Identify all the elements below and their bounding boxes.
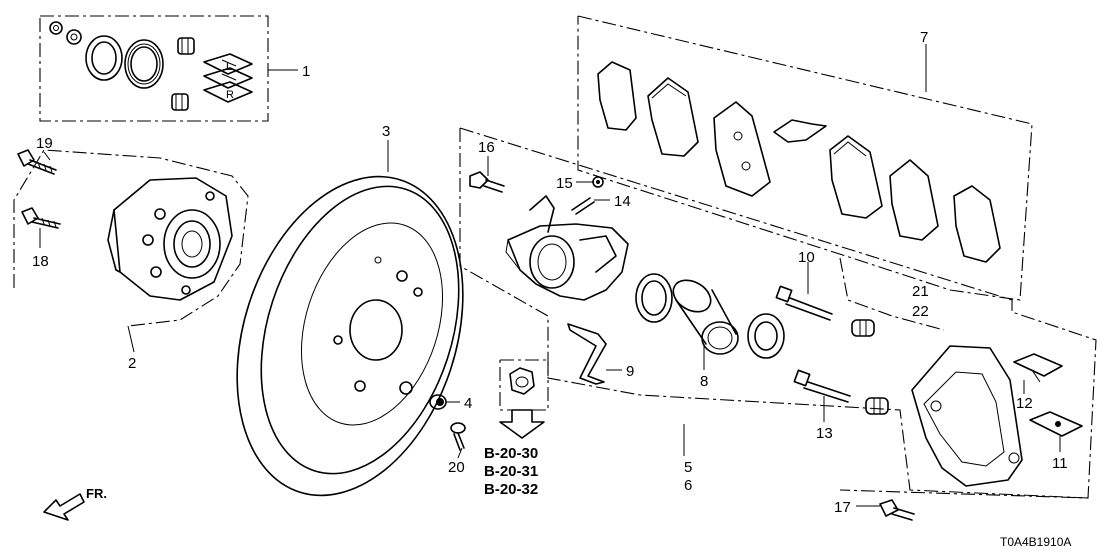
part-1-seal-kit [49, 21, 253, 111]
part-17-bolt [879, 499, 915, 521]
front-direction-arrow [43, 493, 85, 521]
callout-14: 14 [614, 193, 631, 210]
part-14-bleeder [571, 197, 595, 215]
callout-4: 4 [464, 395, 472, 412]
callout-15: 15 [556, 175, 573, 192]
part-2-hub [107, 177, 233, 301]
frame-caliper-lower [459, 128, 1089, 499]
frame-seal-kit [39, 15, 269, 122]
callout-21: 21 [912, 283, 929, 300]
frame-nut-ref [499, 359, 549, 411]
callout-5: 5 [684, 459, 692, 476]
callout-8: 8 [700, 373, 708, 390]
part-20-screw [450, 422, 466, 451]
callout-18: 18 [32, 253, 49, 270]
part-7-brake-pads [597, 61, 1001, 263]
callout-6: 6 [684, 477, 692, 494]
pad-mark-left: L [226, 61, 232, 73]
part-11-pad-clip [1029, 411, 1083, 437]
part-3-brake-disc [236, 175, 464, 497]
group-frames [13, 15, 1097, 499]
part-13-guide-pin [793, 369, 851, 403]
ref-b-20-30: B-20-30 [484, 445, 538, 462]
part-15-cap [592, 176, 604, 188]
callout-10: 10 [798, 249, 815, 266]
part-9-pad-spring [567, 323, 607, 385]
frame-hub [13, 149, 249, 327]
part-caliper-bracket [911, 345, 1023, 487]
callout-22: 22 [912, 303, 929, 320]
part-12-pad-clip [1013, 353, 1063, 383]
leader-lines [39, 44, 1061, 507]
callout-20: 20 [448, 459, 465, 476]
part-piston-seal [635, 273, 673, 323]
part-10-guide-pin [775, 285, 833, 321]
reference-labels: B-20-30 B-20-31 B-20-32 [484, 445, 538, 498]
part-dust-boot [747, 313, 785, 359]
front-direction-label: FR. [86, 486, 107, 501]
part-flange-nut-ref [509, 367, 535, 395]
part-5-6-caliper-body [505, 195, 629, 301]
frame-pads [577, 15, 1033, 301]
part-4-nut [429, 394, 447, 410]
callout-12: 12 [1016, 395, 1033, 412]
pad-markings: L R [226, 61, 234, 101]
callout-9: 9 [626, 363, 634, 380]
part-19-hub-bolt [17, 149, 57, 175]
part-guide-boot-lower [865, 397, 889, 415]
callout-3: 3 [382, 123, 390, 140]
diagram-code: T0A4B1910A [1000, 535, 1071, 549]
callout-17: 17 [834, 499, 851, 516]
callout-16: 16 [478, 139, 495, 156]
callout-19: 19 [36, 135, 53, 152]
callout-11: 11 [1052, 455, 1068, 472]
callout-labels: 1 2 3 4 5 6 7 8 9 10 11 12 13 14 15 16 1… [32, 29, 1068, 516]
callout-1: 1 [302, 63, 310, 80]
part-18-hub-bolt [21, 207, 61, 229]
frame-caliper-upper [459, 127, 1097, 499]
pad-mark-right: R [226, 89, 234, 101]
callout-7: 7 [920, 29, 928, 46]
part-8-piston [672, 279, 739, 355]
ref-b-20-32: B-20-32 [484, 481, 538, 498]
part-guide-boot-upper [851, 319, 875, 337]
callout-13: 13 [816, 425, 833, 442]
part-16-bolt [469, 171, 505, 193]
ref-b-20-31: B-20-31 [484, 463, 538, 480]
callout-2: 2 [128, 355, 136, 372]
ref-arrow [499, 409, 545, 439]
